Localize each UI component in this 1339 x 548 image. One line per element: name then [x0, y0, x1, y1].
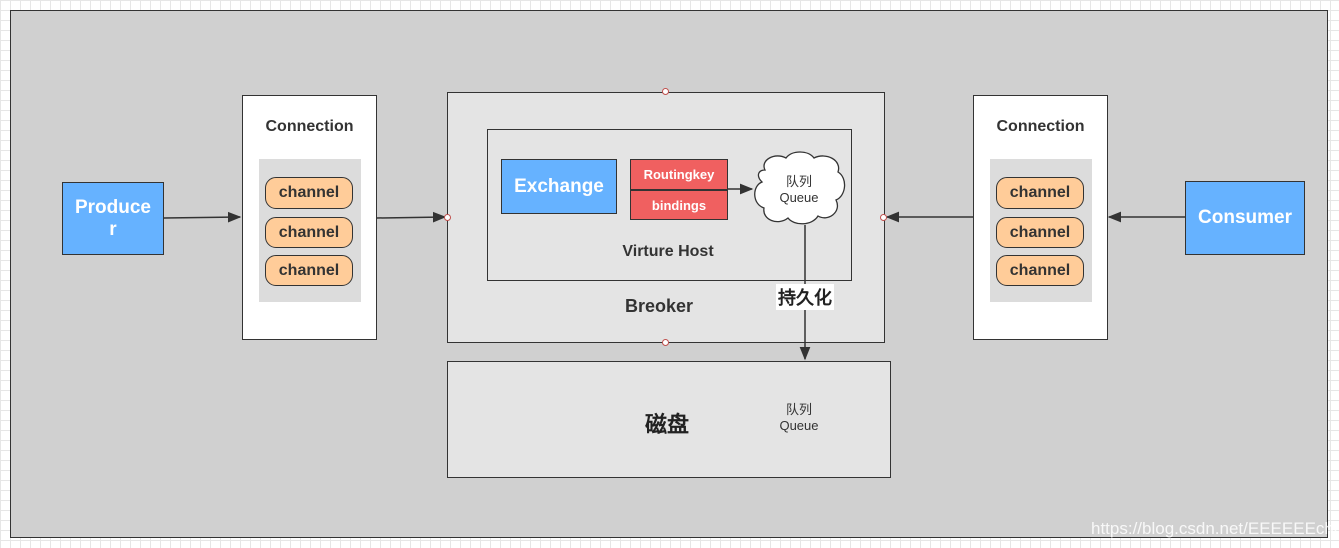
persistence-label: 持久化 [776, 284, 834, 310]
routing-key-box: Routingkey [630, 159, 728, 190]
broker-bottom-dot [662, 339, 669, 346]
queue-cloud-label: 队列 Queue [764, 174, 834, 206]
producer-box: Produce r [62, 182, 164, 255]
queue-cloud-line1: 队列 [785, 174, 812, 189]
queue-cloud-shape [754, 151, 846, 225]
left-channel-panel: channel channel channel [259, 159, 361, 302]
disk-queue-line2: Queue [779, 418, 819, 433]
queue-cloud-line2: Queue [779, 190, 819, 205]
broker-top-dot [662, 88, 669, 95]
left-channel-2: channel [265, 217, 353, 248]
bindings-box: bindings [630, 190, 728, 220]
watermark-text: https://blog.csdn.net/EEEEEEcho [1091, 519, 1339, 538]
virtual-host-label: Virture Host [622, 243, 714, 260]
consumer-box: Consumer [1185, 181, 1305, 255]
right-channel-panel: channel channel channel [990, 159, 1092, 302]
right-connection-box: Connection channel channel channel [973, 95, 1108, 340]
left-connection-box: Connection channel channel channel [242, 95, 377, 340]
arrow-connection-to-broker [376, 211, 447, 223]
right-channel-3: channel [996, 255, 1084, 286]
exchange-box: Exchange [501, 159, 617, 214]
disk-box: 磁盘 [447, 361, 891, 478]
right-connection-title: Connection [996, 118, 1085, 135]
disk-queue-line1: 队列 [785, 402, 812, 417]
broker-right-dot [880, 214, 887, 221]
disk-label: 磁盘 [645, 412, 690, 437]
left-channel-1: channel [265, 177, 353, 209]
right-channel-1: channel [996, 177, 1084, 209]
broker-label: Breoker [624, 296, 694, 316]
left-connection-title: Connection [265, 118, 354, 135]
disk-queue-cloud-label: 队列 Queue [764, 402, 834, 434]
broker-left-dot [444, 214, 451, 221]
arrow-producer-to-connection [163, 211, 242, 223]
left-channel-3: channel [265, 255, 353, 286]
right-channel-2: channel [996, 217, 1084, 248]
